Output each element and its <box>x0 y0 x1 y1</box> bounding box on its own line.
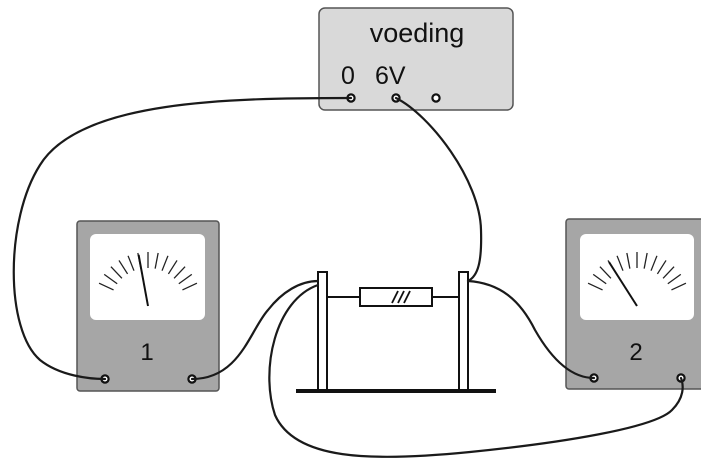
meter-1-needle <box>137 254 149 307</box>
meter-2-label: 2 <box>629 339 642 366</box>
meter-2-tick <box>587 282 603 291</box>
wire-supply0-meter1 <box>12 96 353 381</box>
meter-1-tick <box>182 282 198 291</box>
stand-post-left <box>317 271 328 391</box>
meter-2-face <box>580 234 694 320</box>
meter-2-tick <box>599 266 612 279</box>
wire-meter1-stand <box>190 279 320 381</box>
power-supply-panel <box>318 7 514 111</box>
meter-2-tick <box>592 273 607 285</box>
stand-post-right <box>458 271 469 391</box>
meter-1-tick <box>173 266 186 279</box>
meter-2-tick <box>643 252 648 269</box>
meter-1-tick <box>154 252 159 269</box>
wire-meter2-stand <box>268 283 684 458</box>
meter-2-tick <box>671 282 687 291</box>
power-supply: voeding 0 6V <box>318 7 514 111</box>
meter-1-tick <box>110 266 123 279</box>
terminal-label-0: 0 <box>341 62 355 90</box>
meter-2-tick <box>656 260 667 275</box>
meter-1: 1 <box>76 220 220 392</box>
meter-2-tick <box>650 255 658 271</box>
meter-2-tick <box>616 255 624 271</box>
meter-1-tick <box>118 260 129 275</box>
wire-supply6v-stand <box>394 96 483 283</box>
meter-1-label: 1 <box>140 339 153 366</box>
meter-1-tick <box>167 260 178 275</box>
wires <box>12 96 684 458</box>
meter-1-tick <box>178 273 193 285</box>
meter-2-tick <box>662 266 675 279</box>
meter-1-face <box>90 234 205 320</box>
meter-1-tick <box>161 255 169 271</box>
meter-2-tick <box>667 273 682 285</box>
meter-2-needle <box>608 261 638 307</box>
meter-1-scale <box>98 252 198 291</box>
terminal-label-6v: 6V <box>375 62 406 90</box>
power-supply-title: voeding <box>370 18 465 48</box>
meter-2: 2 <box>565 218 701 390</box>
resistor-stripes <box>391 290 411 304</box>
meter-1-tick <box>98 282 114 291</box>
resistor-stand <box>296 271 496 393</box>
meter-1-tick <box>103 273 118 285</box>
wire-stand-meter2 <box>466 279 596 380</box>
meter-2-tick <box>626 252 631 269</box>
meter-1-tick <box>127 255 135 271</box>
terminal-unused[interactable] <box>431 93 441 103</box>
